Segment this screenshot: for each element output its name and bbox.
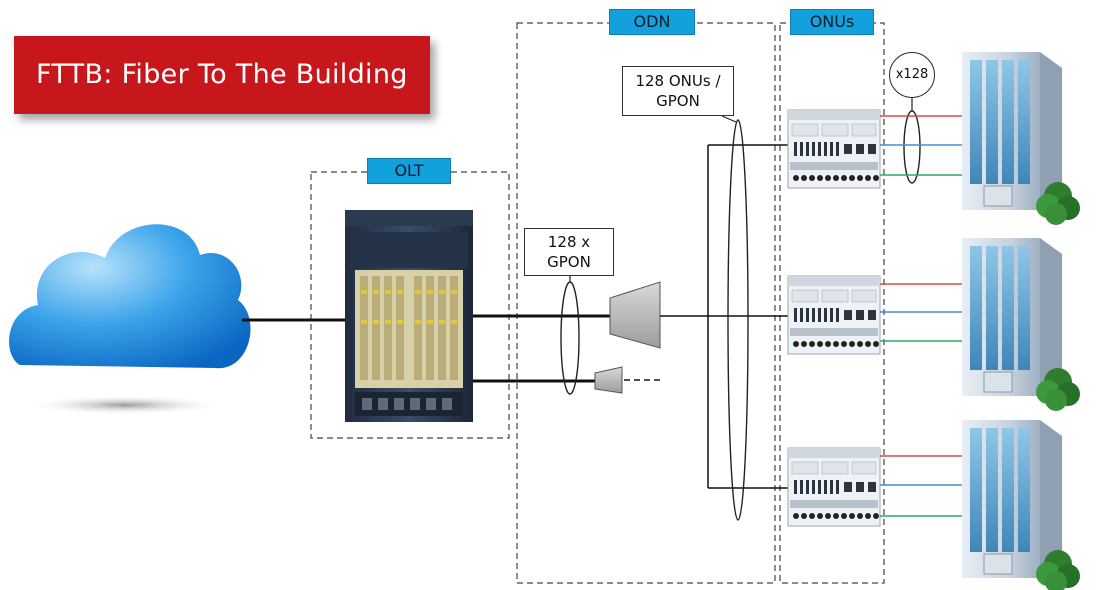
page-title: FTTB: Fiber To The Building xyxy=(14,36,430,114)
gpon-count-line-2: GPON xyxy=(547,253,591,271)
small-splitter-icon xyxy=(594,366,623,394)
multiplier-badge: x128 xyxy=(889,52,935,98)
optical-splitter-icon xyxy=(609,281,661,349)
onus-per-gpon-line-2: GPON xyxy=(656,92,700,110)
onu-device-icon xyxy=(787,447,881,527)
onu-device-icon xyxy=(787,275,881,355)
olt-section-box xyxy=(310,171,510,439)
olt-chassis-icon xyxy=(345,210,473,422)
onu-device-icon xyxy=(787,109,881,189)
gpon-count-line-1: 128 x xyxy=(547,233,591,251)
office-building-icon xyxy=(961,237,1081,412)
odn-section-box xyxy=(516,22,776,584)
gpon-count-callout: 128 x GPON xyxy=(524,228,614,276)
onus-label: ONUs xyxy=(790,9,874,35)
onu-building-links xyxy=(880,115,962,517)
onus-per-gpon-line-1: 128 ONUs / xyxy=(635,72,721,90)
office-building-icon xyxy=(961,419,1081,590)
odn-label: ODN xyxy=(609,9,695,35)
onus-per-gpon-callout: 128 ONUs / GPON xyxy=(622,66,734,116)
office-building-icon xyxy=(961,51,1081,226)
olt-label: OLT xyxy=(367,158,451,184)
cloud-icon xyxy=(9,224,251,415)
